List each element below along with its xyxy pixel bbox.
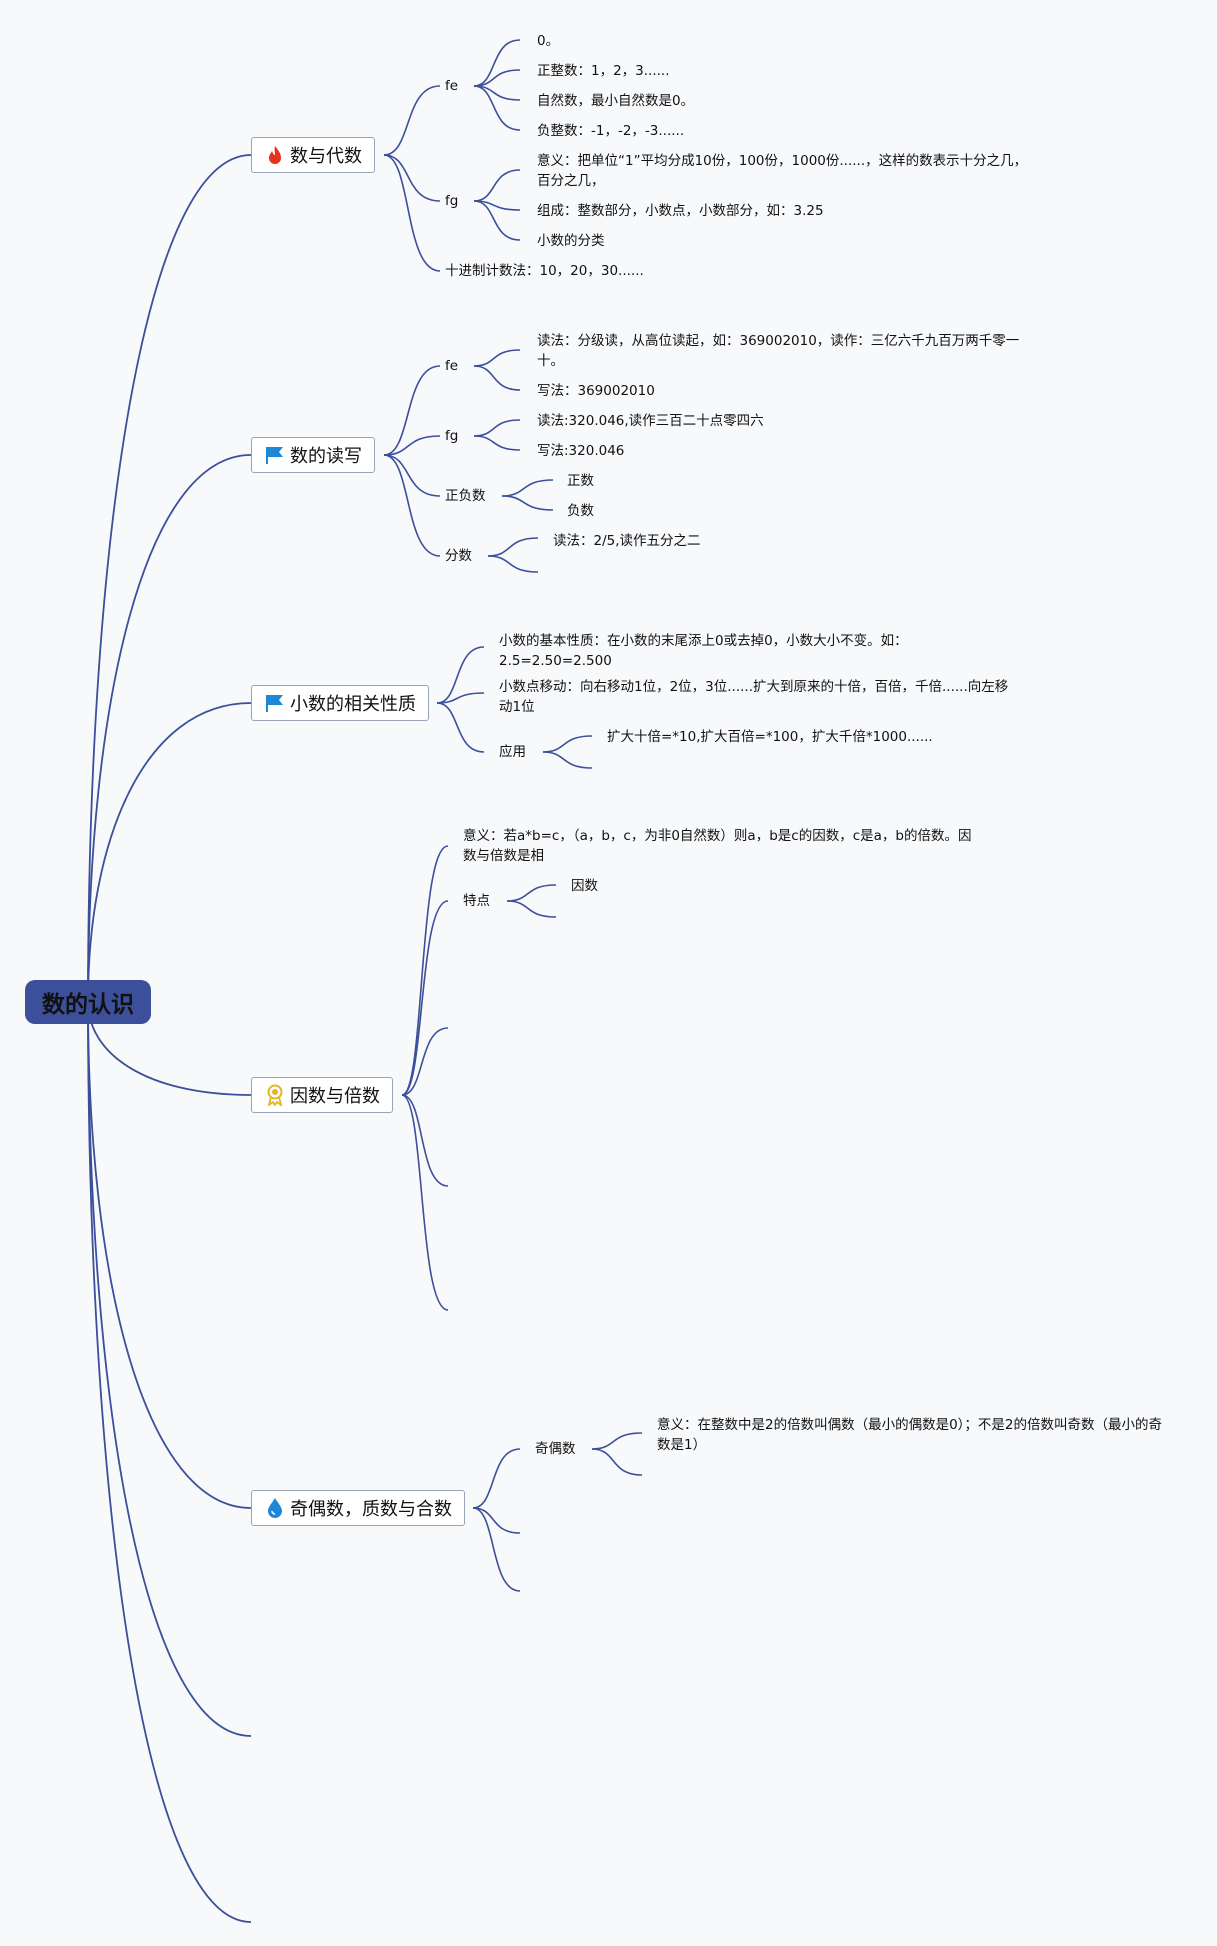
leaf-scale-multiply[interactable]: 扩大十倍=*10,扩大百倍=*100，扩大千倍*1000...... <box>607 729 933 745</box>
node-fe[interactable]: fe <box>445 358 459 374</box>
root-topic[interactable]: 数的认识 <box>25 980 151 1024</box>
topic-label: 数的读写 <box>290 446 362 467</box>
connector-line <box>487 555 539 573</box>
connector-line <box>401 1027 449 1096</box>
leaf-decimal-classification[interactable]: 小数的分类 <box>537 233 605 249</box>
connector-line <box>506 884 557 902</box>
connector-line <box>401 1094 449 1311</box>
leaf-odd-even-meaning[interactable]: 意义：在整数中是2的倍数叫偶数（最小的偶数是0）；不是2的倍数叫奇数（最小的奇数… <box>657 1417 1163 1453</box>
connector-line <box>383 154 441 202</box>
topic-decimal-properties[interactable]: 小数的相关性质 <box>251 685 429 721</box>
node-factor-meaning[interactable]: 意义：若a*b=c，（a，b，c，为非0自然数）则a，b是c的因数，c是a，b的… <box>463 828 972 864</box>
connector-line <box>401 1094 449 1187</box>
leaf-factor[interactable]: 因数 <box>571 878 598 894</box>
award-icon <box>264 1084 286 1106</box>
node-decimal-point-move[interactable]: 小数点移动：向右移动1位，2位，3位......扩大到原来的十倍，百倍，千倍..… <box>499 679 1009 715</box>
connector-line <box>472 1507 521 1592</box>
connector-line <box>473 169 521 202</box>
leaf-decimal-reading[interactable]: 读法:320.046,读作三百二十点零四六 <box>537 413 764 429</box>
connector-line <box>436 702 485 753</box>
connector-line <box>542 735 593 753</box>
topic-factors-multiples[interactable]: 因数与倍数 <box>251 1077 393 1113</box>
connector-line <box>436 692 485 704</box>
root-connector-line <box>87 1001 252 1923</box>
node-feature[interactable]: 特点 <box>463 893 490 909</box>
node-fg[interactable]: fg <box>445 193 459 209</box>
leaf-writing-method[interactable]: 写法：369002010 <box>537 383 655 399</box>
leaf-positive[interactable]: 正数 <box>567 473 594 489</box>
leaf-decimal-writing[interactable]: 写法:320.046 <box>537 443 625 459</box>
connector-line <box>591 1448 643 1476</box>
root-connector-line <box>87 702 252 1003</box>
connector-line <box>383 454 441 497</box>
water-drop-icon <box>264 1497 286 1519</box>
node-odd-even[interactable]: 奇偶数 <box>535 1441 576 1457</box>
leaf-decimal-meaning[interactable]: 意义：把单位“1”平均分成10份，100份，1000份......，这样的数表示… <box>537 153 1028 189</box>
root-connector-line <box>87 154 252 1003</box>
root-connector-line <box>87 1001 252 1737</box>
node-fg[interactable]: fg <box>445 428 459 444</box>
connector-line <box>487 537 539 557</box>
topic-label: 因数与倍数 <box>290 1086 380 1107</box>
topic-label: 奇偶数，质数与合数 <box>290 1499 452 1520</box>
connector-line <box>383 435 441 456</box>
connector-line <box>383 454 441 557</box>
connector-line <box>473 419 521 437</box>
topic-odd-even-prime[interactable]: 奇偶数，质数与合数 <box>251 1490 465 1526</box>
connector-line <box>591 1432 643 1450</box>
node-application[interactable]: 应用 <box>499 744 526 760</box>
connector-line <box>436 646 485 704</box>
leaf-reading-method[interactable]: 读法：分级读，从高位读起，如：369002010，读作：三亿六千九百万两千零一十… <box>537 333 1020 369</box>
connector-line <box>472 1448 521 1509</box>
leaf-natural-number[interactable]: 自然数，最小自然数是0。 <box>537 93 695 109</box>
connector-line <box>501 495 554 511</box>
topic-read-write[interactable]: 数的读写 <box>251 437 375 473</box>
leaf-zero[interactable]: 0。 <box>537 33 560 49</box>
connector-line <box>473 435 521 451</box>
fire-icon <box>264 144 286 166</box>
connector-line <box>473 200 521 241</box>
leaf-fraction-reading[interactable]: 读法：2/5,读作五分之二 <box>553 533 701 549</box>
node-decimal-basic-property[interactable]: 小数的基本性质：在小数的末尾添上0或去掉0，小数大小不变。如：2.5=2.50=… <box>499 633 908 669</box>
topic-label: 小数的相关性质 <box>290 694 416 715</box>
leaf-negative-integer[interactable]: 负整数：-1，-2，-3...... <box>537 123 685 139</box>
flag-icon <box>264 692 286 714</box>
connector-line <box>506 900 557 918</box>
node-decimal-notation[interactable]: 十进制计数法：10，20，30...... <box>445 263 644 279</box>
root-label: 数的认识 <box>42 992 134 1018</box>
leaf-negative[interactable]: 负数 <box>567 503 594 519</box>
node-positive-negative[interactable]: 正负数 <box>445 488 486 504</box>
connector-line <box>401 845 449 1096</box>
node-fraction[interactable]: 分数 <box>445 548 472 564</box>
topic-label: 数与代数 <box>290 146 362 167</box>
connector-line <box>473 39 521 87</box>
flag-icon <box>264 444 286 466</box>
connector-line <box>501 479 554 497</box>
connector-line <box>473 365 521 391</box>
connector-line <box>383 154 441 272</box>
connector-line <box>383 85 441 156</box>
root-connector-line <box>87 454 252 1003</box>
connector-line <box>472 1507 521 1534</box>
leaf-positive-integer[interactable]: 正整数：1，2，3...... <box>537 63 670 79</box>
connector-line <box>473 349 521 367</box>
connector-line <box>401 900 449 1096</box>
leaf-decimal-composition[interactable]: 组成：整数部分，小数点，小数部分，如：3.25 <box>537 203 824 219</box>
connector-line <box>542 751 593 769</box>
connector-line <box>473 85 521 131</box>
topic-number-algebra[interactable]: 数与代数 <box>251 137 375 173</box>
node-fe[interactable]: fe <box>445 78 459 94</box>
connector-line <box>383 365 441 456</box>
root-connector-line <box>87 1001 252 1509</box>
